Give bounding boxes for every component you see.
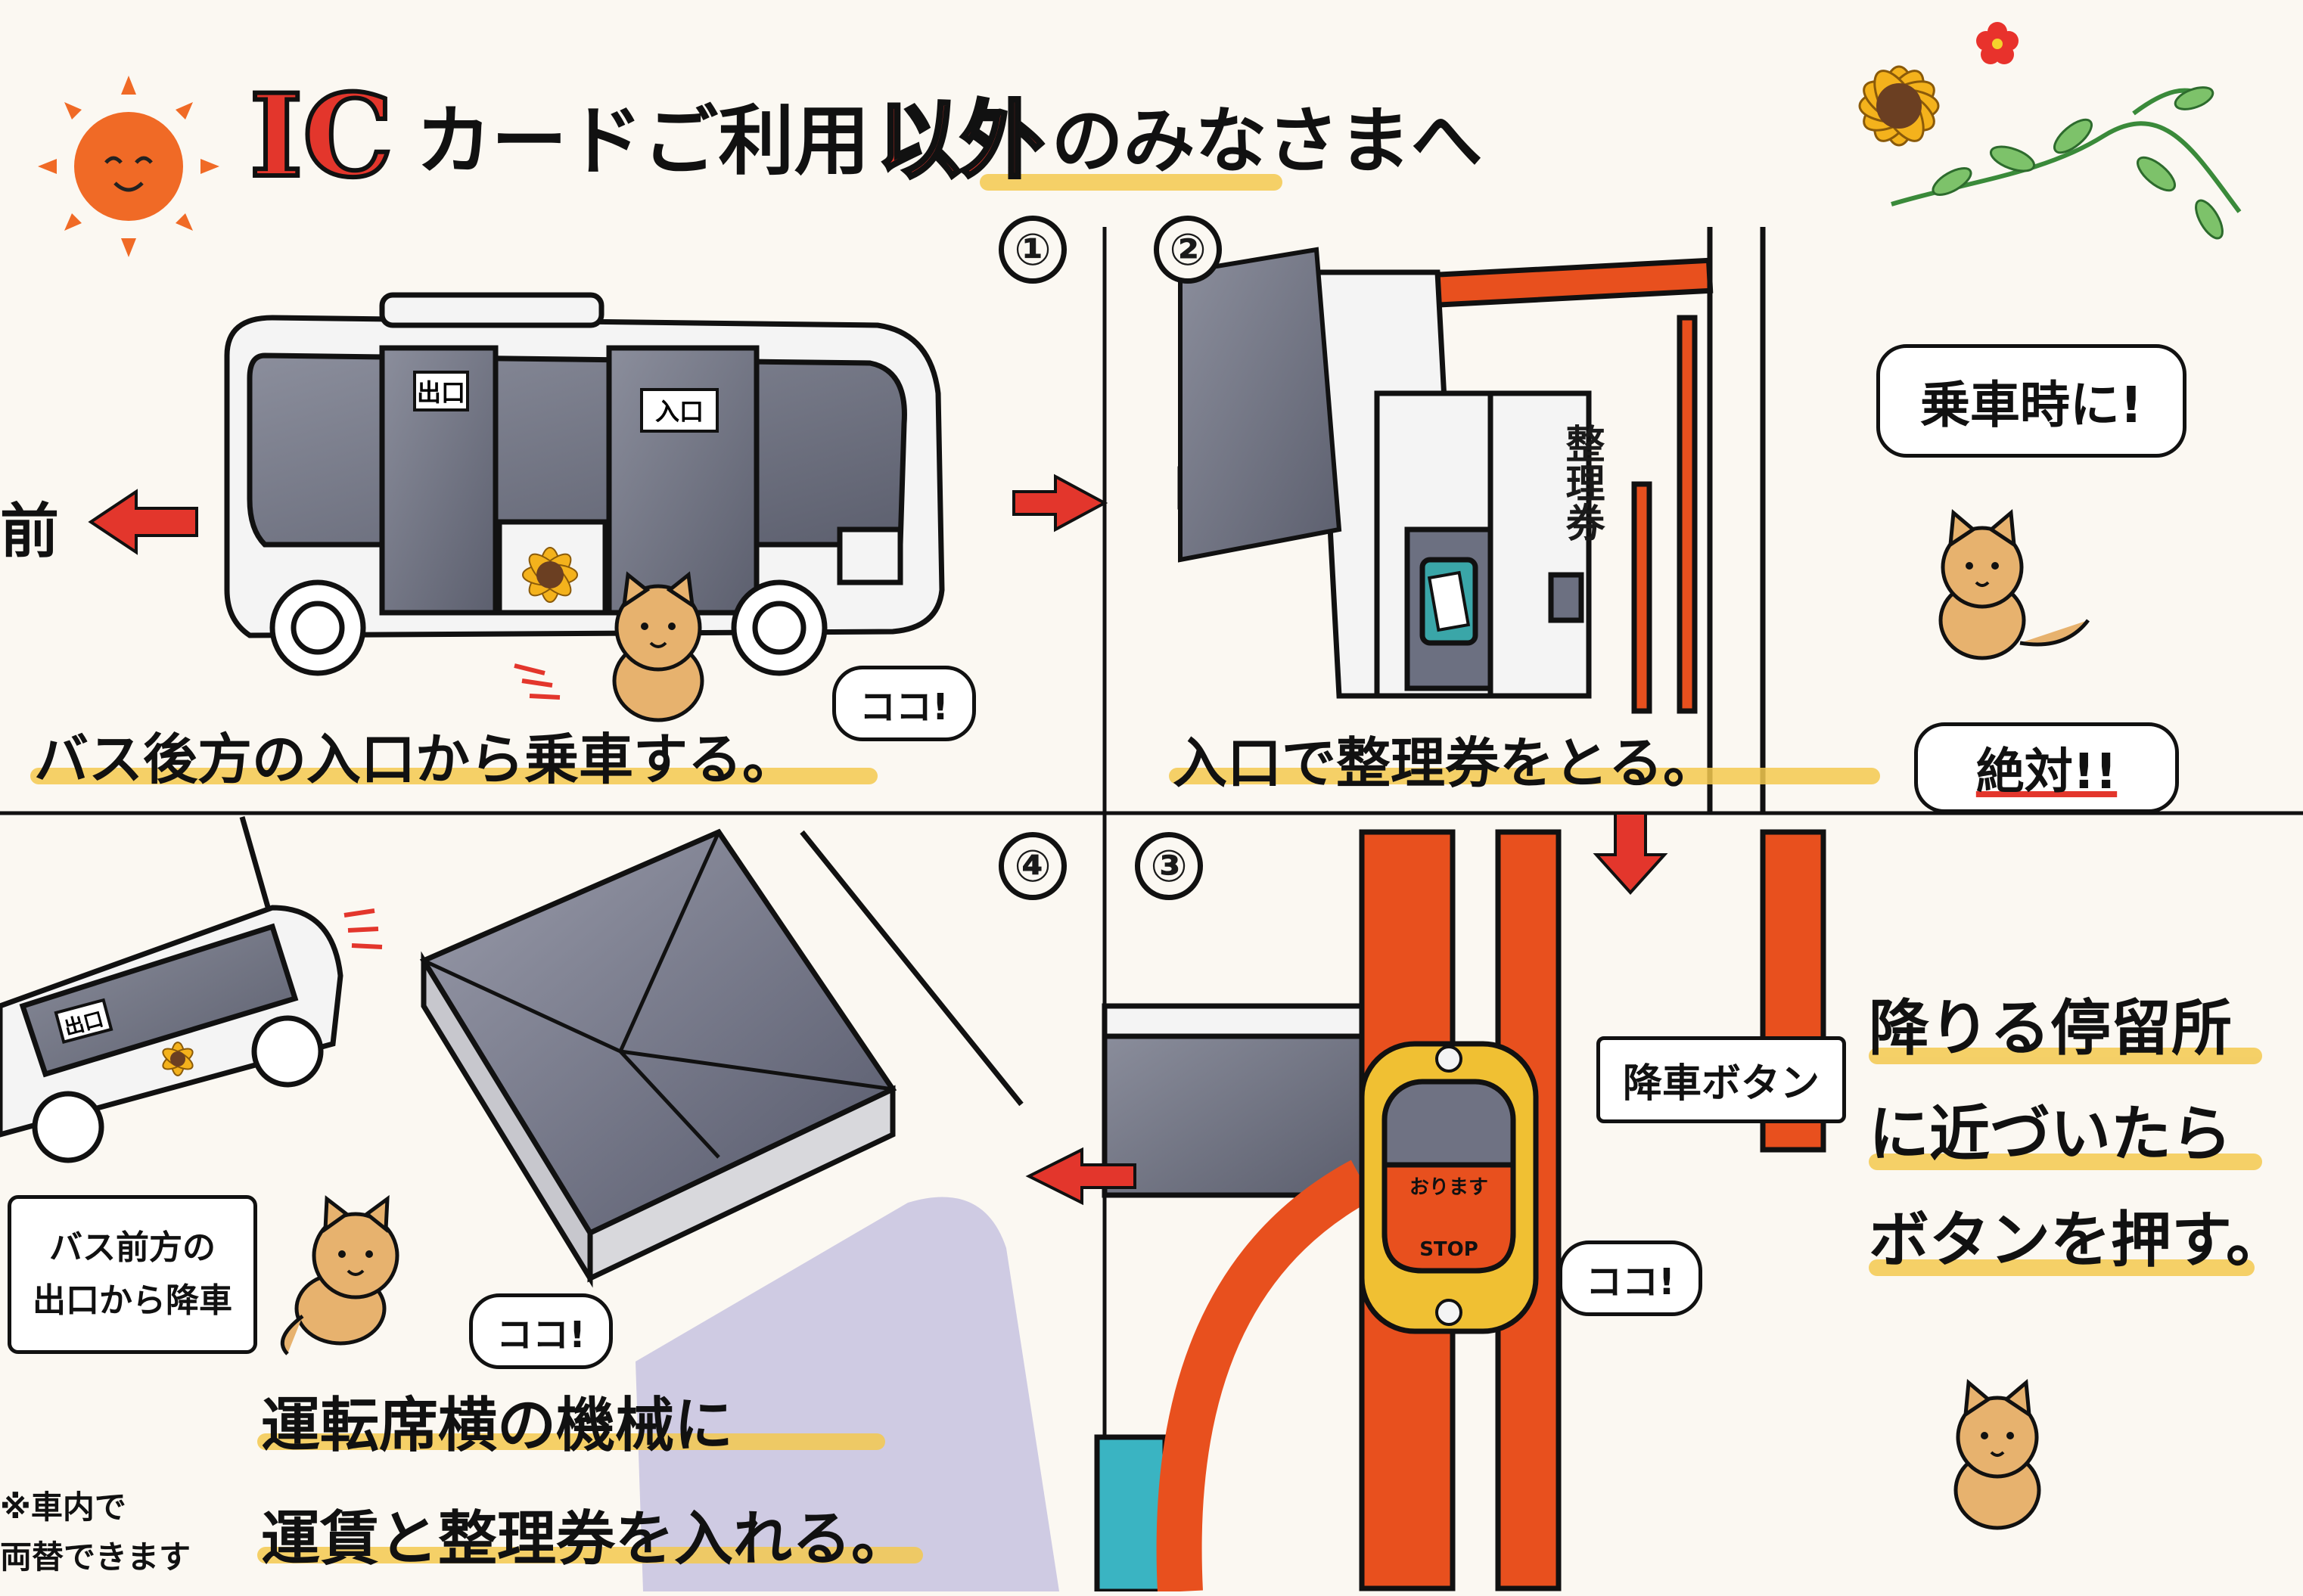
arrow-right-icon (1012, 474, 1108, 533)
speech-bubble-panel4: ココ! (469, 1293, 613, 1369)
caption-panel3-line2: に近づいたら (1869, 1099, 2232, 1169)
callout-panel4-line2: 出口から降車 (33, 1281, 232, 1320)
badge-absolutely-text: 絶対!! (1975, 744, 2118, 800)
bus-panel1 (224, 292, 945, 676)
caption-panel4-line2: 運賃と整理券を入れる。 (261, 1505, 911, 1573)
callout-panel4: バス前方の 出口から降車 (8, 1195, 257, 1354)
cat-icon (1938, 509, 2090, 660)
panel-number-2: ② (1154, 216, 1222, 284)
caption-panel4: 運転席横の機械に 運賃と整理券を入れる。 (261, 1369, 910, 1596)
caption-panel2: 入口で整理券をとる。 (1173, 731, 1718, 795)
fare-box-panel4 (0, 816, 1059, 1591)
title-ic: IC (247, 70, 396, 203)
caption-panel3: 降りる停留所 に近づいたら ボタンを押す。 (1869, 976, 2286, 1293)
callout-panel4-line1: バス前方の (49, 1228, 216, 1267)
bus-sign-entry: 入口 (655, 397, 704, 426)
panel-number-1: ① (999, 216, 1067, 284)
speech-bubble-panel1: ココ! (832, 666, 976, 741)
sun-icon (38, 76, 219, 257)
change-note-line1: ※車内で (0, 1489, 126, 1526)
cat-icon (612, 571, 704, 722)
speech-bubble-panel2: 乗車時に! (1876, 344, 2186, 458)
caption-panel1: バス後方の入口から乗車する。 (34, 728, 797, 791)
caption-highlights (30, 174, 2262, 1563)
sunflower-icon (162, 1042, 194, 1076)
panel-dividers (0, 227, 2303, 1591)
title-card-usage: カードご利用 (415, 97, 870, 185)
arrow-down-icon (1593, 812, 1668, 895)
page-title: IC カードご利用 以外 のみなさまへ (247, 42, 1483, 203)
cat-icon (1953, 1379, 2041, 1530)
arrow-left-icon (88, 489, 198, 555)
title-everyone: のみなさまへ (1051, 100, 1483, 183)
stop-button-stop-label: STOP (1419, 1238, 1478, 1261)
panel-number-4: ④ (999, 832, 1067, 900)
speech-bubble-panel3: ココ! (1559, 1240, 1702, 1316)
bus-sign-exit: 出口 (417, 378, 465, 407)
front-label: 前 (0, 498, 60, 566)
stop-button-panel3 (1094, 829, 1826, 1591)
sunflower-icon (522, 547, 578, 603)
motion-lines (514, 663, 561, 700)
badge-absolutely: 絶対!! (1914, 722, 2179, 813)
caption-panel4-line1: 運転席横の機械に (261, 1392, 734, 1460)
panel-number-3: ③ (1135, 832, 1203, 900)
vine-icon (1891, 86, 2242, 240)
arrow-left-icon (1025, 1147, 1136, 1206)
ticket-machine-panel2 (1177, 227, 1766, 813)
motion-lines-panel4 (343, 908, 383, 949)
caption-panel3-line1: 降りる停留所 (1869, 993, 2232, 1063)
title-other-than: 以外 (875, 92, 1046, 189)
caption-panel3-line3: ボタンを押す。 (1869, 1205, 2286, 1275)
cat-icon (280, 1194, 399, 1355)
change-note-line2: 両替できます (0, 1539, 191, 1576)
change-note: ※車内で 両替できます (0, 1483, 191, 1582)
ticket-machine-label: 整理券 (1559, 424, 1604, 542)
callout-stop-button: 降車ボタン (1596, 1036, 1846, 1123)
red-flower-icon (1976, 22, 2019, 64)
stop-button-label: おります (1409, 1176, 1488, 1199)
sunflower-icon (1858, 65, 1940, 147)
